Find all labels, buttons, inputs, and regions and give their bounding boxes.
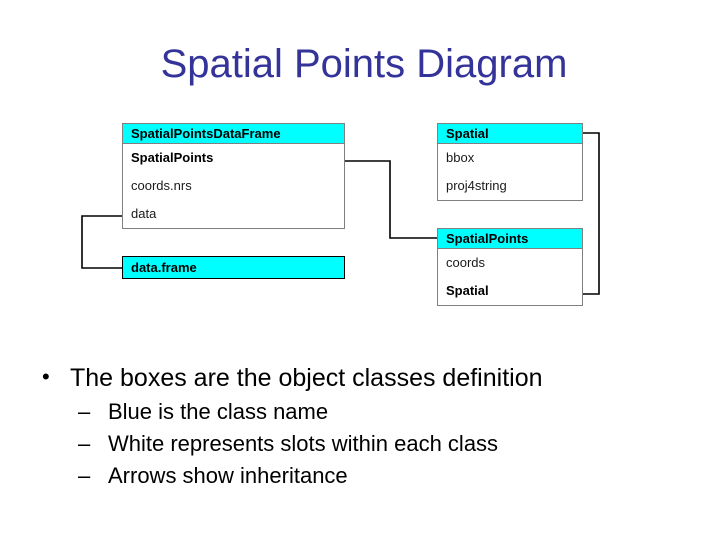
bullet-list: The boxes are the object classes definit… xyxy=(36,359,716,492)
class-box-data-frame[interactable]: data.frame xyxy=(122,256,345,279)
slot-bbox: bbox xyxy=(446,150,475,165)
slot-spatial: Spatial xyxy=(446,283,489,298)
slot-coords-nrs: coords.nrs xyxy=(131,178,192,193)
slot-proj4string: proj4string xyxy=(446,178,507,193)
bullet-item-blue-class-name: Blue is the class name xyxy=(36,396,716,428)
class-name-spatial: Spatial xyxy=(438,124,582,144)
class-box-spatial-points[interactable]: SpatialPoints coords Spatial xyxy=(437,228,583,306)
bullet-item-white-slots: White represents slots within each class xyxy=(36,428,716,460)
class-name-spatial-points: SpatialPoints xyxy=(438,229,582,249)
class-box-spatial[interactable]: Spatial bbox proj4string xyxy=(437,123,583,201)
bullet-item-primary: The boxes are the object classes definit… xyxy=(36,359,716,396)
slot-coords: coords xyxy=(446,255,486,270)
class-name-data-frame: data.frame xyxy=(123,257,344,278)
slot-data: data xyxy=(131,206,157,221)
arrow-dataframe-to-spdf-data xyxy=(81,212,159,269)
class-name-spatial-points-data-frame: SpatialPointsDataFrame xyxy=(123,124,344,144)
slot-spatialpoints: SpatialPoints xyxy=(131,150,214,165)
diagram-connectors xyxy=(81,132,600,298)
page-title: Spatial Points Diagram xyxy=(160,42,568,86)
class-diagram: SpatialPointsDataFrame SpatialPoints coo… xyxy=(81,123,600,306)
class-box-spatial-points-data-frame[interactable]: SpatialPointsDataFrame SpatialPoints coo… xyxy=(122,123,345,229)
bullet-item-arrows-inheritance: Arrows show inheritance xyxy=(36,460,716,492)
